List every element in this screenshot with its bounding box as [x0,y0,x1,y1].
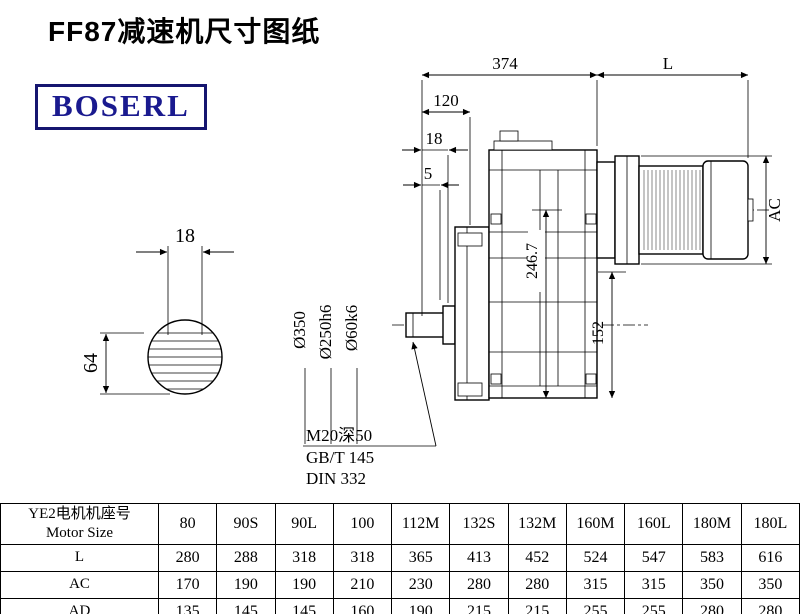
table-row-L: L 280 288 318 318 365 413 452 524 547 58… [0,544,800,572]
cell: 215 [449,598,509,614]
motor-fins [643,170,701,250]
col-header: 90L [274,503,334,545]
mounting-flange [454,226,490,401]
dim-AC-label: AC [765,198,784,222]
drawing-svg: 18 64 [80,54,784,488]
motor-size-header: YE2电机机座号 Motor Size [0,503,159,545]
thread-notes: M20深50 GB/T 145 DIN 332 [303,341,437,488]
col-header: 112M [391,503,451,545]
cell: 315 [565,571,626,599]
motor-adapter [596,161,616,259]
row-label: AD [0,598,159,614]
motor-size-header-cn: YE2电机机座号 [28,505,131,522]
cell: 318 [332,544,393,572]
cell: 230 [391,571,451,599]
dim-246-7-label: 246.7 [524,243,541,279]
cell: 315 [624,571,684,599]
dimensions: 374 L 120 18 5 AC [290,54,784,444]
dia-250-label: Ø250h6 [316,305,335,360]
row-label: L [0,544,159,572]
cell: 524 [565,544,626,572]
cell: 280 [507,571,567,599]
col-header: 180L [740,503,800,545]
keyway-width-label: 18 [175,225,195,247]
dim-18-label: 18 [426,129,443,148]
gearbox-body [405,130,598,401]
col-header: 132S [449,503,509,545]
note-din: DIN 332 [306,469,366,488]
cell: 280 [682,598,742,614]
dia-350-label: Ø350 [290,311,309,349]
shaft-end-view: 18 64 [80,225,234,395]
cell: 135 [157,598,218,614]
cell: 255 [565,598,626,614]
cell: 318 [274,544,334,572]
dim-120-label: 120 [433,91,459,110]
cell: 280 [449,571,509,599]
cell: 190 [274,571,334,599]
cell: 413 [449,544,509,572]
main-view: 374 L 120 18 5 AC [290,54,784,488]
brand-logo: BOSERL [35,84,207,130]
shaft-height-label: 64 [80,353,102,373]
cell: 583 [682,544,742,572]
table-row-AD: AD 135 145 145 160 190 215 215 255 255 2… [0,598,800,614]
table-header-row: YE2电机机座号 Motor Size 80 90S 90L 100 112M … [0,503,800,545]
table-row-AC: AC 170 190 190 210 230 280 280 315 315 3… [0,571,800,599]
col-header: 160M [565,503,626,545]
dia-60-label: Ø60k6 [342,305,361,351]
motor-size-header-en: Motor Size [45,525,114,541]
dim-374-label: 374 [492,54,518,73]
page-title: FF87减速机尺寸图纸 [48,16,321,47]
cell: 160 [332,598,393,614]
cell: 350 [740,571,800,599]
cell: 190 [391,598,451,614]
dimension-table: YE2电机机座号 Motor Size 80 90S 90L 100 112M … [0,503,800,614]
cell: 547 [624,544,684,572]
technical-drawing: 18 64 [80,54,784,488]
cell: 255 [624,598,684,614]
cell: 350 [682,571,742,599]
cell: 145 [216,598,276,614]
cell: 190 [216,571,276,599]
motor-body [638,165,704,255]
dim-152-label: 152 [590,321,607,345]
note-m20: M20深50 [306,426,372,445]
col-header: 90S [216,503,276,545]
cell: 210 [332,571,393,599]
col-header: 160L [624,503,684,545]
lifting-lug [499,130,519,142]
col-header: 100 [332,503,393,545]
fan-cover [702,160,749,260]
motor-drawing [596,155,754,265]
cell: 280 [157,544,218,572]
cell: 145 [274,598,334,614]
note-gbt: GB/T 145 [306,448,374,467]
col-header: 180M [682,503,742,545]
cell: 365 [391,544,451,572]
cell: 288 [216,544,276,572]
cell: 280 [740,598,800,614]
dim-5-label: 5 [424,164,433,183]
col-header: 80 [157,503,218,545]
col-header: 132M [507,503,567,545]
cell: 452 [507,544,567,572]
cell: 616 [740,544,800,572]
brand-logo-text: BOSERL [52,88,190,123]
cell: 215 [507,598,567,614]
cell: 170 [157,571,218,599]
row-label: AC [0,571,159,599]
dim-L-label: L [663,54,673,73]
